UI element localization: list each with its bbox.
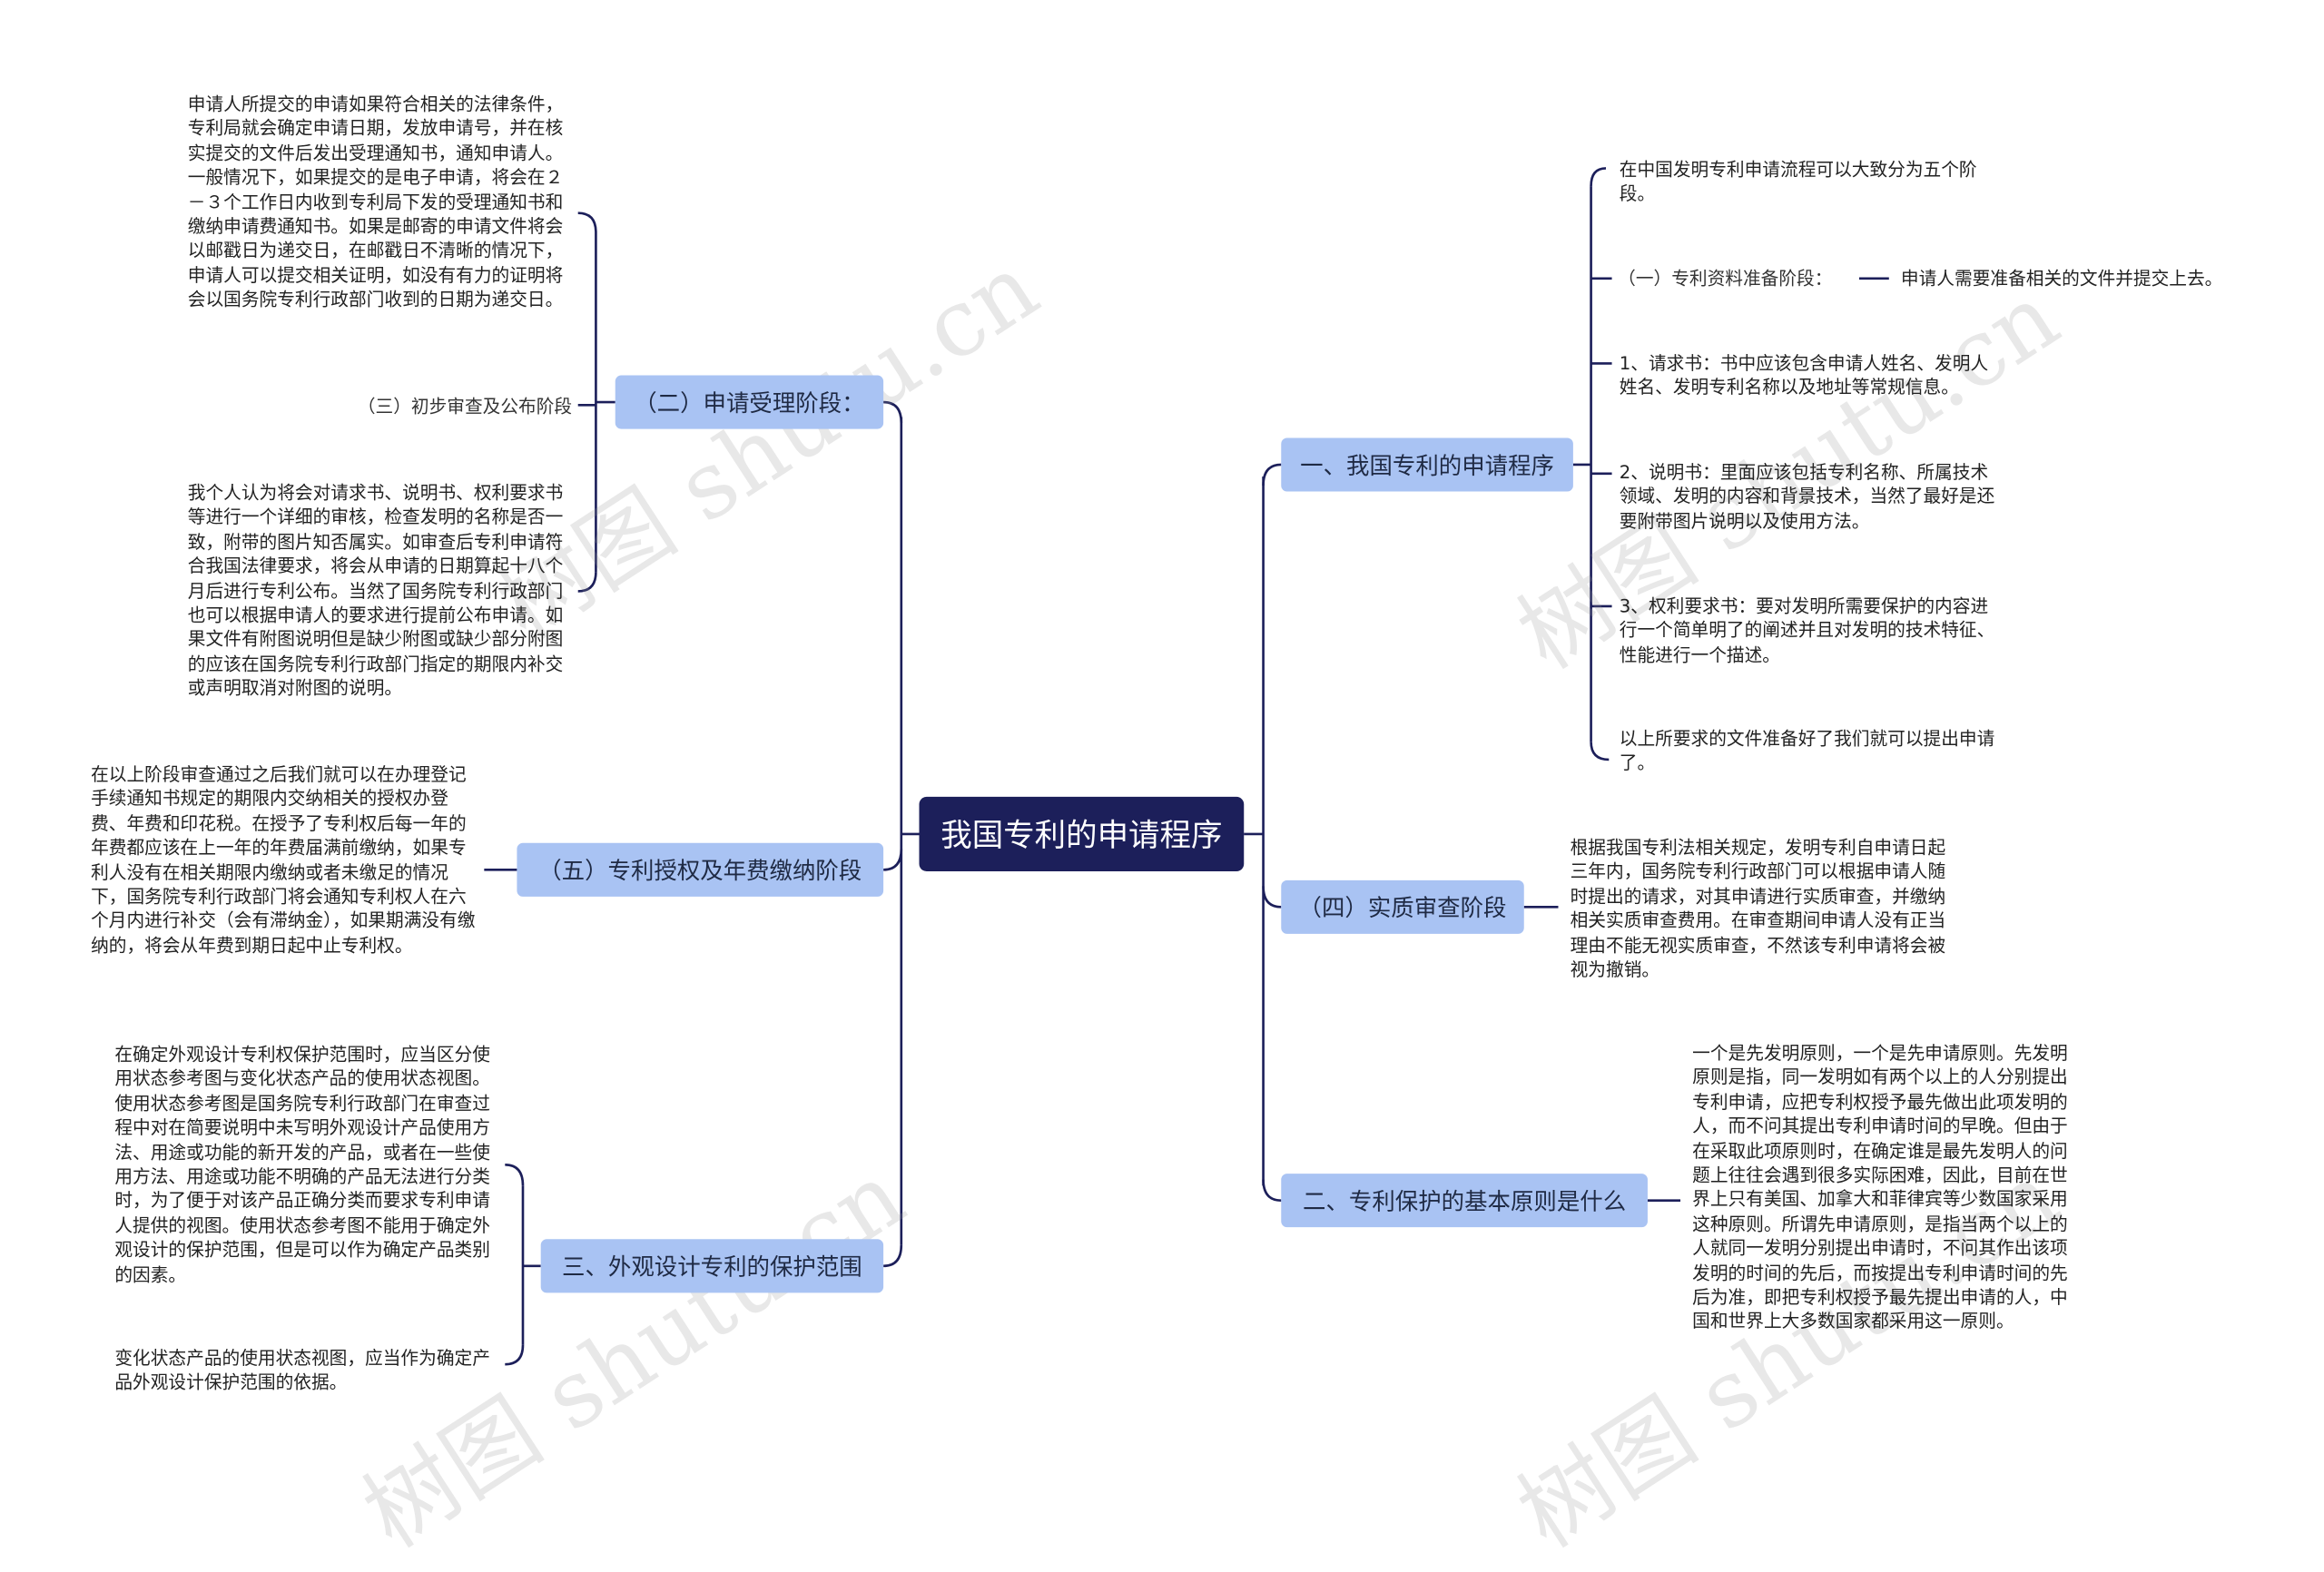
branch-grant-and-fees[interactable]: （五）专利授权及年费缴纳阶段 — [517, 842, 884, 897]
connector-lines — [484, 167, 1889, 1366]
leaf-intro: 在中国发明专利申请流程可以大致分为五个阶段。 — [1619, 159, 1977, 205]
leaf-stage1-text: 申请人需要准备相关的文件并提交上去。 — [1900, 268, 2223, 290]
leaf-request-form: 1、请求书：书中应该包含申请人姓名、发明人姓名、发明专利名称以及地址等常规信息。 — [1619, 352, 1989, 398]
leaf-claims: 3、权利要求书：要对发明所需要保护的内容进行一个简单明了的阐述并且对发明的技术特… — [1619, 595, 1995, 666]
branch-acceptance[interactable]: （二）申请受理阶段： — [615, 375, 884, 429]
leaf-design-basis-text: 变化状态产品的使用状态视图，应当作为确定产品外观设计保护范围的依据。 — [114, 1348, 490, 1394]
branch-basic-principles[interactable]: 二、专利保护的基本原则是什么 — [1281, 1174, 1648, 1228]
leaf-stage1-label: （一）专利资料准备阶段： — [1618, 268, 1833, 290]
leaf-principles-text: 一个是先发明原则，一个是先申请原则。先发明原则是指，同一发明如有两个以上的人分别… — [1692, 1042, 2068, 1332]
leaf-stage3-label: （三）初步审查及公布阶段 — [357, 396, 573, 418]
leaf-substantive-exam-text: 根据我国专利法相关规定，发明专利自申请日起三年内，国务院专利行政部门可以根据申请… — [1570, 837, 1946, 980]
branch-substantive-exam[interactable]: （四）实质审查阶段 — [1281, 879, 1524, 934]
leaf-acceptance-text: 申请人所提交的申请如果符合相关的法律条件，专利局就会确定申请日期，发放申请号，并… — [187, 93, 564, 310]
branch-design-scope[interactable]: 三、外观设计专利的保护范围 — [540, 1239, 884, 1293]
leaf-preliminary-exam-text: 我个人认为将会对请求书、说明书、权利要求书等进行一个详细的审核，检查发明的名称是… — [187, 482, 564, 700]
central-topic[interactable]: 我国专利的申请程序 — [919, 796, 1245, 871]
leaf-closing: 以上所要求的文件准备好了我们就可以提出申请了。 — [1619, 728, 1995, 774]
leaf-specification: 2、说明书：里面应该包括专利名称、所属技术领域、发明的内容和背景技术，当然了最好… — [1619, 461, 1995, 532]
mindmap-canvas: 树图 shutu.cn 树图 shutu.cn 树图 shutu.cn 树图 s… — [91, 93, 2223, 1568]
branch-application-procedure[interactable]: 一、我国专利的申请程序 — [1281, 437, 1573, 492]
leaf-design-scope-text: 在确定外观设计专利权保护范围时，应当区分使用状态参考图与变化状态产品的使用状态视… — [114, 1044, 490, 1285]
leaf-grant-fees-text: 在以上阶段审查通过之后我们就可以在办理登记手续通知书规定的期限内交纳相关的授权办… — [91, 763, 476, 957]
